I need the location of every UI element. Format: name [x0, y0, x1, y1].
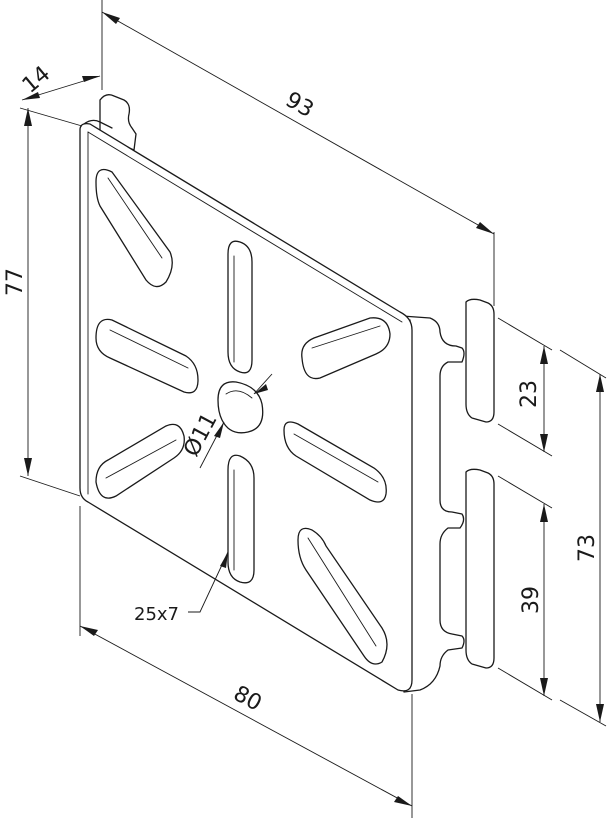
back-flange — [81, 94, 137, 151]
slot-lower-right — [297, 527, 388, 665]
dimension-total-width-label: 93 — [281, 87, 318, 123]
dimension-height: 77 — [3, 107, 83, 497]
dimension-height-label: 77 — [3, 268, 28, 296]
slots — [95, 168, 391, 665]
slot-upper-right — [301, 317, 391, 380]
slot-lower-left — [95, 423, 185, 499]
dimension-lower-slot-label: 39 — [519, 586, 544, 614]
center-hole — [217, 381, 264, 434]
slot-upper-left — [95, 168, 173, 288]
slot-top — [227, 240, 253, 374]
dimension-side-height-label: 73 — [575, 534, 600, 562]
slot-right — [283, 421, 387, 503]
dimension-side-height: 73 — [559, 349, 607, 727]
dimension-upper-slot: 23 — [497, 317, 553, 457]
callout-slot-size-label: 25x7 — [134, 604, 179, 625]
dimension-lower-slot: 39 — [497, 475, 553, 701]
callout-slot-size: 25x7 — [134, 551, 229, 625]
side-flange — [401, 298, 495, 693]
slot-left — [95, 318, 199, 394]
dimension-depth-label: 14 — [18, 61, 56, 98]
slot-bottom — [227, 454, 255, 584]
dimension-upper-slot-label: 23 — [517, 380, 542, 408]
dimension-plate-width-label: 80 — [229, 681, 266, 716]
dimension-depth: 14 — [18, 61, 101, 101]
